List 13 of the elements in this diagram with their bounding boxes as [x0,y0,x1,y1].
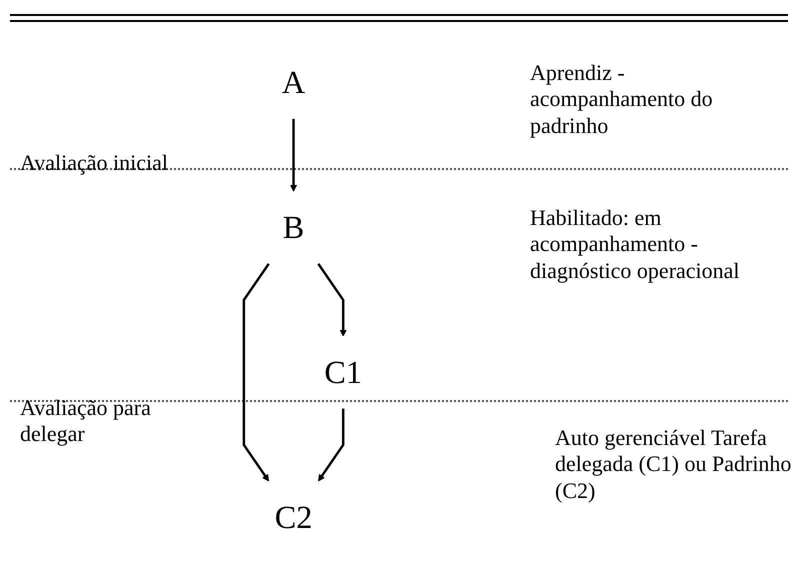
arrow [242,263,270,482]
arrow [317,263,347,337]
note-text: Aprendiz - acompanhamento do padrinho [530,60,714,140]
node-text: C1 [324,354,362,390]
arrow [290,118,298,192]
node-text: B [282,209,304,246]
arrow [318,408,344,482]
node-text: A [282,64,306,100]
node-text: C2 [274,498,312,536]
note-text: Habilitado: em acompanhamento - diagnóstico operacional [530,205,741,284]
note-text: Avaliação inicial [20,150,170,176]
note-text: Auto gerenciável Tarefa delegada (C1) ou Padrinho (C2) [555,425,792,504]
note-text: Avaliação para delegar [20,395,152,448]
